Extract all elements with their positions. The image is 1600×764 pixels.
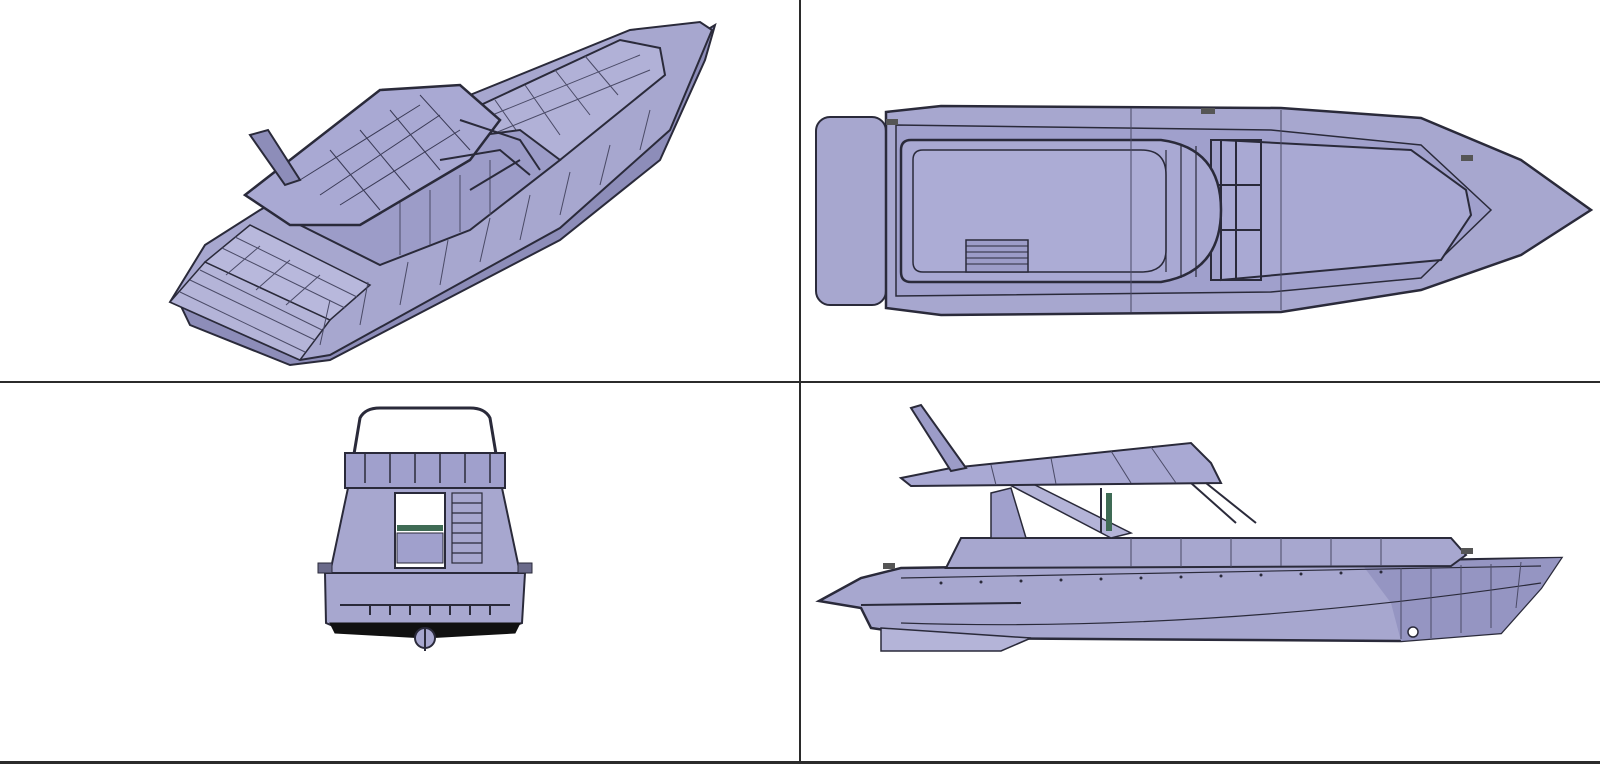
side-rivets: [939, 570, 1383, 585]
top-cleat: [886, 119, 898, 125]
stern-cleat: [517, 562, 533, 574]
side-cleat: [883, 563, 895, 569]
side-running-gear: [880, 627, 1032, 652]
iso-struts: [439, 119, 541, 191]
stern-stairs: [451, 492, 483, 564]
side-flybridge-support: [1005, 482, 1134, 539]
top-boat-drawing: [815, 104, 1594, 317]
side-cabin: [944, 537, 1468, 570]
isometric-view: [0, 0, 799, 381]
top-cleat: [1461, 155, 1473, 161]
stern-hardtop: [344, 452, 506, 489]
top-hardtop-inner: [912, 149, 1167, 273]
top-cleat: [1201, 108, 1215, 114]
side-mast: [909, 403, 968, 473]
side-cleat: [1461, 548, 1473, 554]
side-windshield: [1100, 482, 1257, 533]
stern-arch: [348, 406, 502, 479]
top-ladder-hatch: [965, 239, 1029, 273]
iso-hardtop: [242, 83, 502, 227]
side-view: [801, 383, 1600, 764]
stern-view: [0, 383, 799, 764]
side-boat-drawing: [815, 403, 1564, 652]
side-porthole: [1407, 626, 1419, 638]
iso-mast: [248, 128, 302, 187]
side-chine: [900, 582, 1542, 626]
stern-boat-drawing: [317, 406, 533, 651]
stern-cleat: [317, 562, 333, 574]
top-swim-platform: [815, 116, 887, 306]
top-view: [801, 0, 1600, 381]
horizontal-divider: [0, 381, 1600, 383]
bottom-border: [0, 761, 1600, 764]
side-stairs: [990, 487, 1028, 539]
isometric-boat-drawing: [168, 20, 717, 367]
stern-transom: [323, 572, 527, 630]
